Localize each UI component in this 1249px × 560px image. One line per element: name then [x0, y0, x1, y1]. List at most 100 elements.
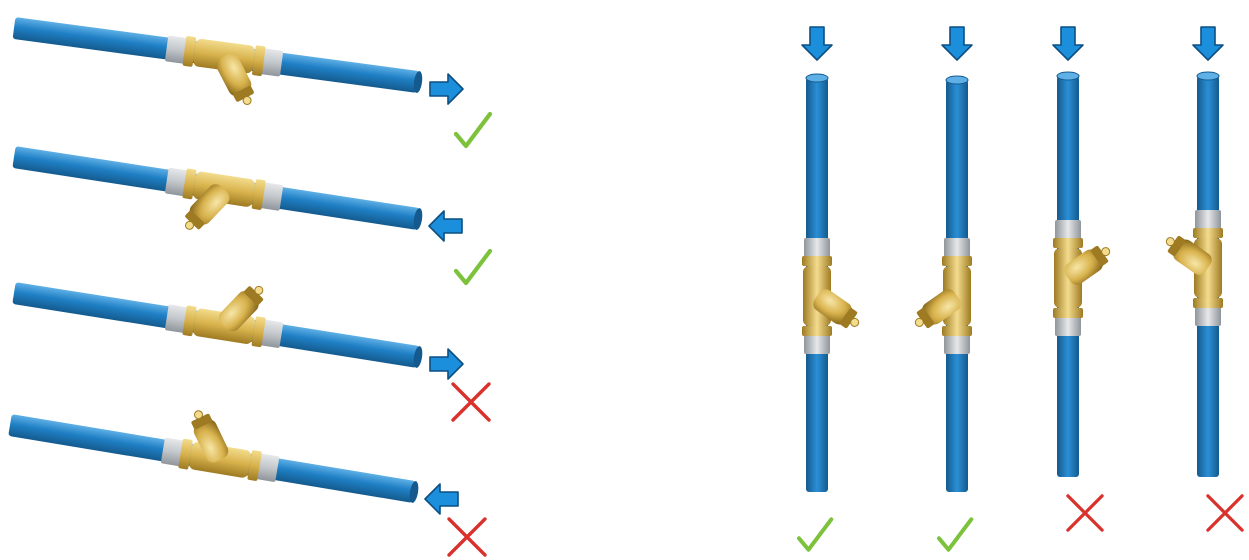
strainer-cap [191, 413, 213, 430]
strainer-leg-body [218, 291, 259, 332]
strainer-nut-left [182, 36, 197, 67]
strainer-cap [1090, 245, 1109, 266]
arrow-shape [424, 483, 459, 515]
pipe-top-opening [945, 75, 969, 85]
arrow-shape [429, 73, 464, 105]
strainer-nut-top [802, 256, 832, 266]
strainer-leg-body [922, 289, 961, 325]
pipe-sleeve-top [944, 238, 970, 258]
strainer-leg-body [1173, 239, 1212, 275]
strainer-leg-body [216, 53, 252, 97]
strainer-leg-body [813, 289, 852, 325]
strainer-plug [1101, 247, 1111, 257]
cross-mark-icon [451, 382, 491, 422]
strainer-leg [1064, 245, 1111, 285]
check-mark-icon [453, 248, 493, 286]
strainer-leg [191, 410, 229, 463]
strainer-nut-bottom [1053, 308, 1083, 318]
pipe-sleeve-bottom [804, 334, 830, 354]
flow-arrow-icon [429, 73, 464, 105]
cross-mark-icon [1206, 494, 1244, 532]
strainer-plug [1165, 237, 1175, 247]
diagram-layer [8, 17, 1244, 557]
check-mark-icon [453, 111, 493, 149]
strainer-nut-bottom [1193, 298, 1223, 308]
pipe-sleeve-top [1195, 210, 1221, 230]
strainer-nut-left [182, 305, 197, 337]
horizontal-pipe-assembly [12, 17, 423, 105]
pipe-sleeve-bottom [1055, 316, 1081, 336]
vertical-pipe-assembly [1165, 71, 1223, 477]
strainer-plug [850, 317, 860, 327]
arrow-shape [1052, 26, 1084, 61]
pipe-sleeve-top [804, 238, 830, 258]
vertical-pipe-assembly [802, 73, 860, 492]
horizontal-pipe-assembly [12, 282, 423, 368]
strainer-plug [185, 220, 195, 230]
pipe-sleeve-top [1055, 220, 1081, 240]
strainer-nut-right [252, 45, 266, 76]
arrow-shape [429, 348, 464, 380]
strainer-cap [1167, 235, 1186, 256]
cross-stroke [447, 517, 487, 557]
cross-mark-icon [447, 517, 487, 557]
flow-arrow-icon [428, 210, 463, 242]
pipe-end [409, 481, 419, 503]
pipe-top-opening [1056, 71, 1080, 81]
pipe-end [413, 71, 423, 93]
check-mark-icon [937, 517, 974, 552]
pipe-top-opening [1196, 71, 1220, 81]
vertical-pipe-assembly [914, 75, 972, 492]
cross-mark-icon [1066, 494, 1104, 532]
strainer-nut-left [182, 168, 197, 200]
horizontal-pipe-assembly [8, 410, 419, 503]
flow-arrow-icon [1052, 26, 1084, 61]
arrow-shape [428, 210, 463, 242]
strainer-leg [914, 289, 961, 329]
arrow-shape [801, 26, 833, 61]
strainer-leg-body [189, 184, 230, 225]
cross-stroke [451, 382, 491, 422]
strainer-cap [185, 210, 205, 230]
check-stroke [453, 111, 493, 149]
strainer-leg [216, 53, 254, 105]
cross-stroke [1206, 494, 1244, 532]
strainer-leg-body [193, 419, 229, 463]
strainer-nut-top [942, 256, 972, 266]
strainer-cap [244, 286, 264, 306]
flow-arrow-icon [801, 26, 833, 61]
check-stroke [937, 517, 974, 552]
strainer-cap [233, 85, 254, 102]
strainer-leg [1165, 235, 1212, 275]
flow-arrow-icon [424, 483, 459, 515]
strainer-plug [254, 285, 264, 295]
strainer-plug [914, 317, 924, 327]
strainer-leg [813, 289, 860, 329]
strainer-leg-body [1064, 249, 1103, 285]
flow-arrow-icon [941, 26, 973, 61]
check-stroke [797, 517, 834, 552]
strainer-nut-left [178, 438, 193, 470]
strainer-nut-bottom [942, 326, 972, 336]
flow-arrow-icon [1192, 26, 1224, 61]
strainer-plug [193, 410, 203, 420]
arrow-shape [941, 26, 973, 61]
pipe-sleeve-bottom [1195, 306, 1221, 326]
arrow-shape [1192, 26, 1224, 61]
strainer-nut-right [251, 179, 266, 210]
check-mark-icon [797, 517, 834, 552]
vertical-pipe-assembly [1053, 71, 1111, 477]
strainer-plug [242, 95, 252, 105]
strainer-nut-right [251, 316, 266, 348]
flow-arrow-icon [429, 348, 464, 380]
check-stroke [453, 248, 493, 286]
strainer-leg [185, 184, 230, 230]
strainer-nut-right [247, 450, 262, 481]
pipe-sleeve-bottom [944, 334, 970, 354]
strainer-nut-top [1053, 238, 1083, 248]
pipe-end [413, 346, 423, 368]
strainer-cap [839, 308, 858, 329]
strainer-leg [218, 285, 264, 332]
